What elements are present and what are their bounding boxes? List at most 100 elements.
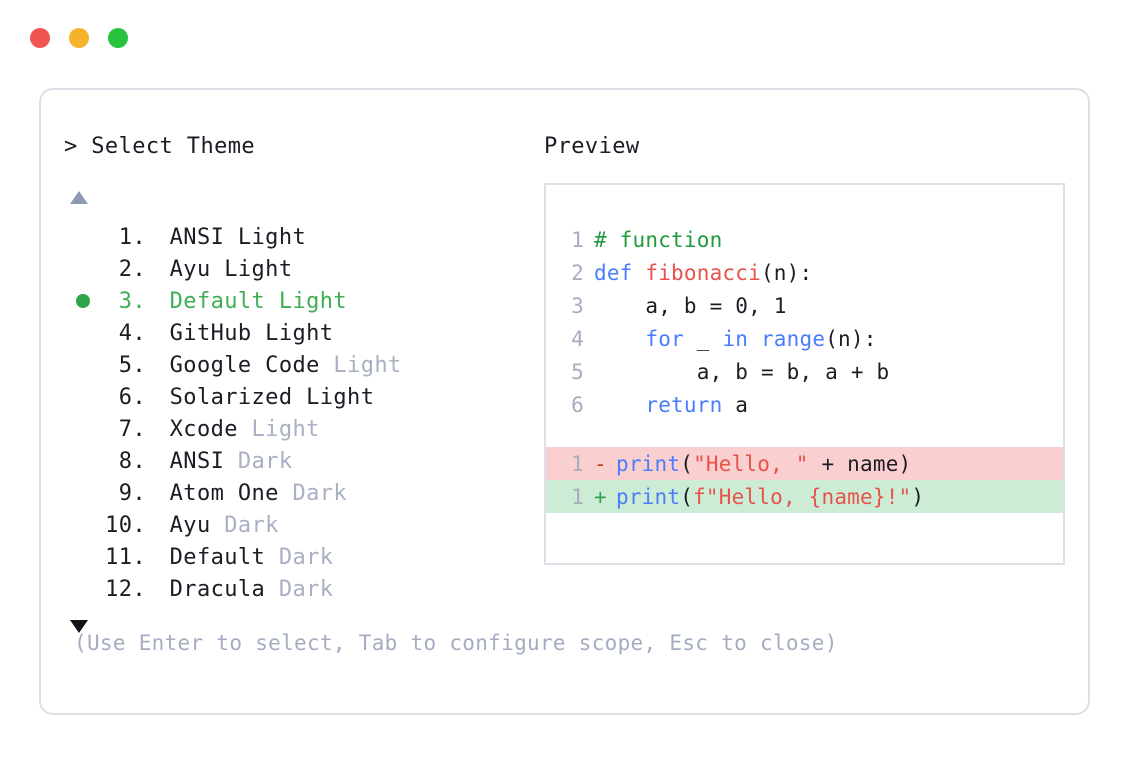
theme-item-name: GitHub [169,320,252,346]
theme-item-variant: Light [237,416,320,442]
theme-item-name: Dracula [169,576,266,602]
theme-item-spacer [146,449,170,474]
code-line: 4 for _ in range(n): [546,322,1063,355]
diff-sample: 1-print("Hello, " + name)1+print(f"Hello… [546,447,1063,513]
theme-item-index: 6. [118,384,146,410]
theme-item-variant: Dark [265,576,334,602]
theme-item-name: Ayu [169,512,211,538]
triangle-down-icon [70,619,88,633]
theme-item-name: ANSI [169,224,225,250]
diff-line-number: 1 [571,484,584,509]
theme-item-variant: Light [265,288,348,314]
code-token-plain: ( [680,451,694,476]
code-token-keyword: in range [722,326,826,351]
theme-item-variant: Light [210,256,293,282]
preview-heading: Preview [544,134,640,159]
theme-item-spacer [146,545,170,570]
theme-item-spacer [146,577,170,602]
theme-item-name: Default [169,288,266,314]
selection-marker-slot [64,294,102,308]
code-line: 6 return a [546,388,1063,421]
triangle-up-icon [70,190,88,204]
line-number: 5 [571,359,584,384]
code-content: # function [594,228,722,252]
theme-list-item[interactable]: 7. Xcode Light [64,413,534,445]
theme-item-index: 10. [105,512,146,538]
code-content: a, b = 0, 1 [594,294,787,318]
theme-item-spacer [146,481,170,506]
theme-list-item[interactable]: 1. ANSI Light [64,221,534,253]
diff-line-addition: 1+print(f"Hello, {name}!") [546,480,1063,513]
code-token-plain [594,393,645,417]
diff-content: print("Hello, " + name) [616,452,911,476]
theme-list-item[interactable]: 11. Default Dark [64,541,534,573]
theme-item-spacer [146,385,170,410]
code-content: for _ in range(n): [594,327,877,351]
line-number: 3 [571,293,584,318]
close-window-button[interactable] [30,28,50,48]
code-token-plain: _ [683,326,723,351]
code-token-plain: a [722,392,749,417]
theme-item-index: 2. [118,256,146,282]
scroll-up-indicator-icon[interactable] [70,182,92,212]
theme-item-variant: Dark [210,512,279,538]
theme-list-item[interactable]: 6. Solarized Light [64,381,534,413]
theme-item-name: ANSI [169,448,225,474]
theme-item-name: Xcode [169,416,238,442]
code-token-comment: # function [594,227,723,252]
code-token-plain: a, b = 0, 1 [594,293,787,318]
theme-item-spacer [146,353,170,378]
code-token-keyword: for [645,326,684,351]
theme-item-variant: Dark [278,480,348,506]
theme-item-name: Google Code [169,352,320,378]
theme-list-item[interactable]: 9. Atom One Dark [64,477,534,509]
scroll-down-indicator-icon[interactable] [70,611,92,641]
theme-item-spacer [146,513,170,538]
code-token-keyword: return [645,392,723,417]
theme-item-index: 3. [118,288,146,314]
code-sample: 1# function 2 def fibonacci(n): 3 a, b = 0,… [546,223,1063,421]
theme-item-name: Ayu [169,256,211,282]
maximize-window-button[interactable] [108,28,128,48]
theme-list-item[interactable]: 5. Google Code Light [64,349,534,381]
code-token-string: "Hello, " [693,451,809,476]
code-token-plain: (n): [825,326,877,351]
code-line: 2 def fibonacci(n): [546,256,1063,289]
theme-item-name: Default [169,544,266,570]
theme-list-item[interactable]: 3. Default Light [64,285,534,317]
theme-item-spacer [146,257,170,282]
code-token-plain: (n): [760,260,813,285]
theme-item-index: 5. [118,352,146,378]
theme-list-item[interactable]: 8. ANSI Dark [64,445,534,477]
theme-list-item[interactable]: 2. Ayu Light [64,253,534,285]
code-line: 1# function [546,223,1063,256]
code-token-plain: + name) [808,451,912,476]
code-token-keyword: print [616,451,681,476]
window-traffic-lights [30,28,128,48]
theme-item-variant: Light [251,320,334,346]
code-content: return a [594,393,748,417]
line-number: 2 [571,260,584,285]
select-theme-prompt: > Select Theme [64,134,256,159]
code-token-plain: a, b = b, a + b [594,359,890,384]
theme-list-item[interactable]: 10. Ayu Dark [64,509,534,541]
theme-item-index: 1. [118,224,146,250]
code-token-keyword: print [616,484,681,509]
theme-item-variant: Dark [224,448,293,474]
code-line: 3 a, b = 0, 1 [546,289,1063,322]
diff-line-deletion: 1-print("Hello, " + name) [546,447,1063,480]
line-number: 6 [571,392,584,417]
theme-item-index: 8. [118,448,146,474]
code-token-keyword: def [594,260,646,285]
theme-list-item[interactable]: 12. Dracula Dark [64,573,534,605]
minimize-window-button[interactable] [69,28,89,48]
code-content: def fibonacci(n): [594,261,812,285]
theme-list-item[interactable]: 4. GitHub Light [64,317,534,349]
